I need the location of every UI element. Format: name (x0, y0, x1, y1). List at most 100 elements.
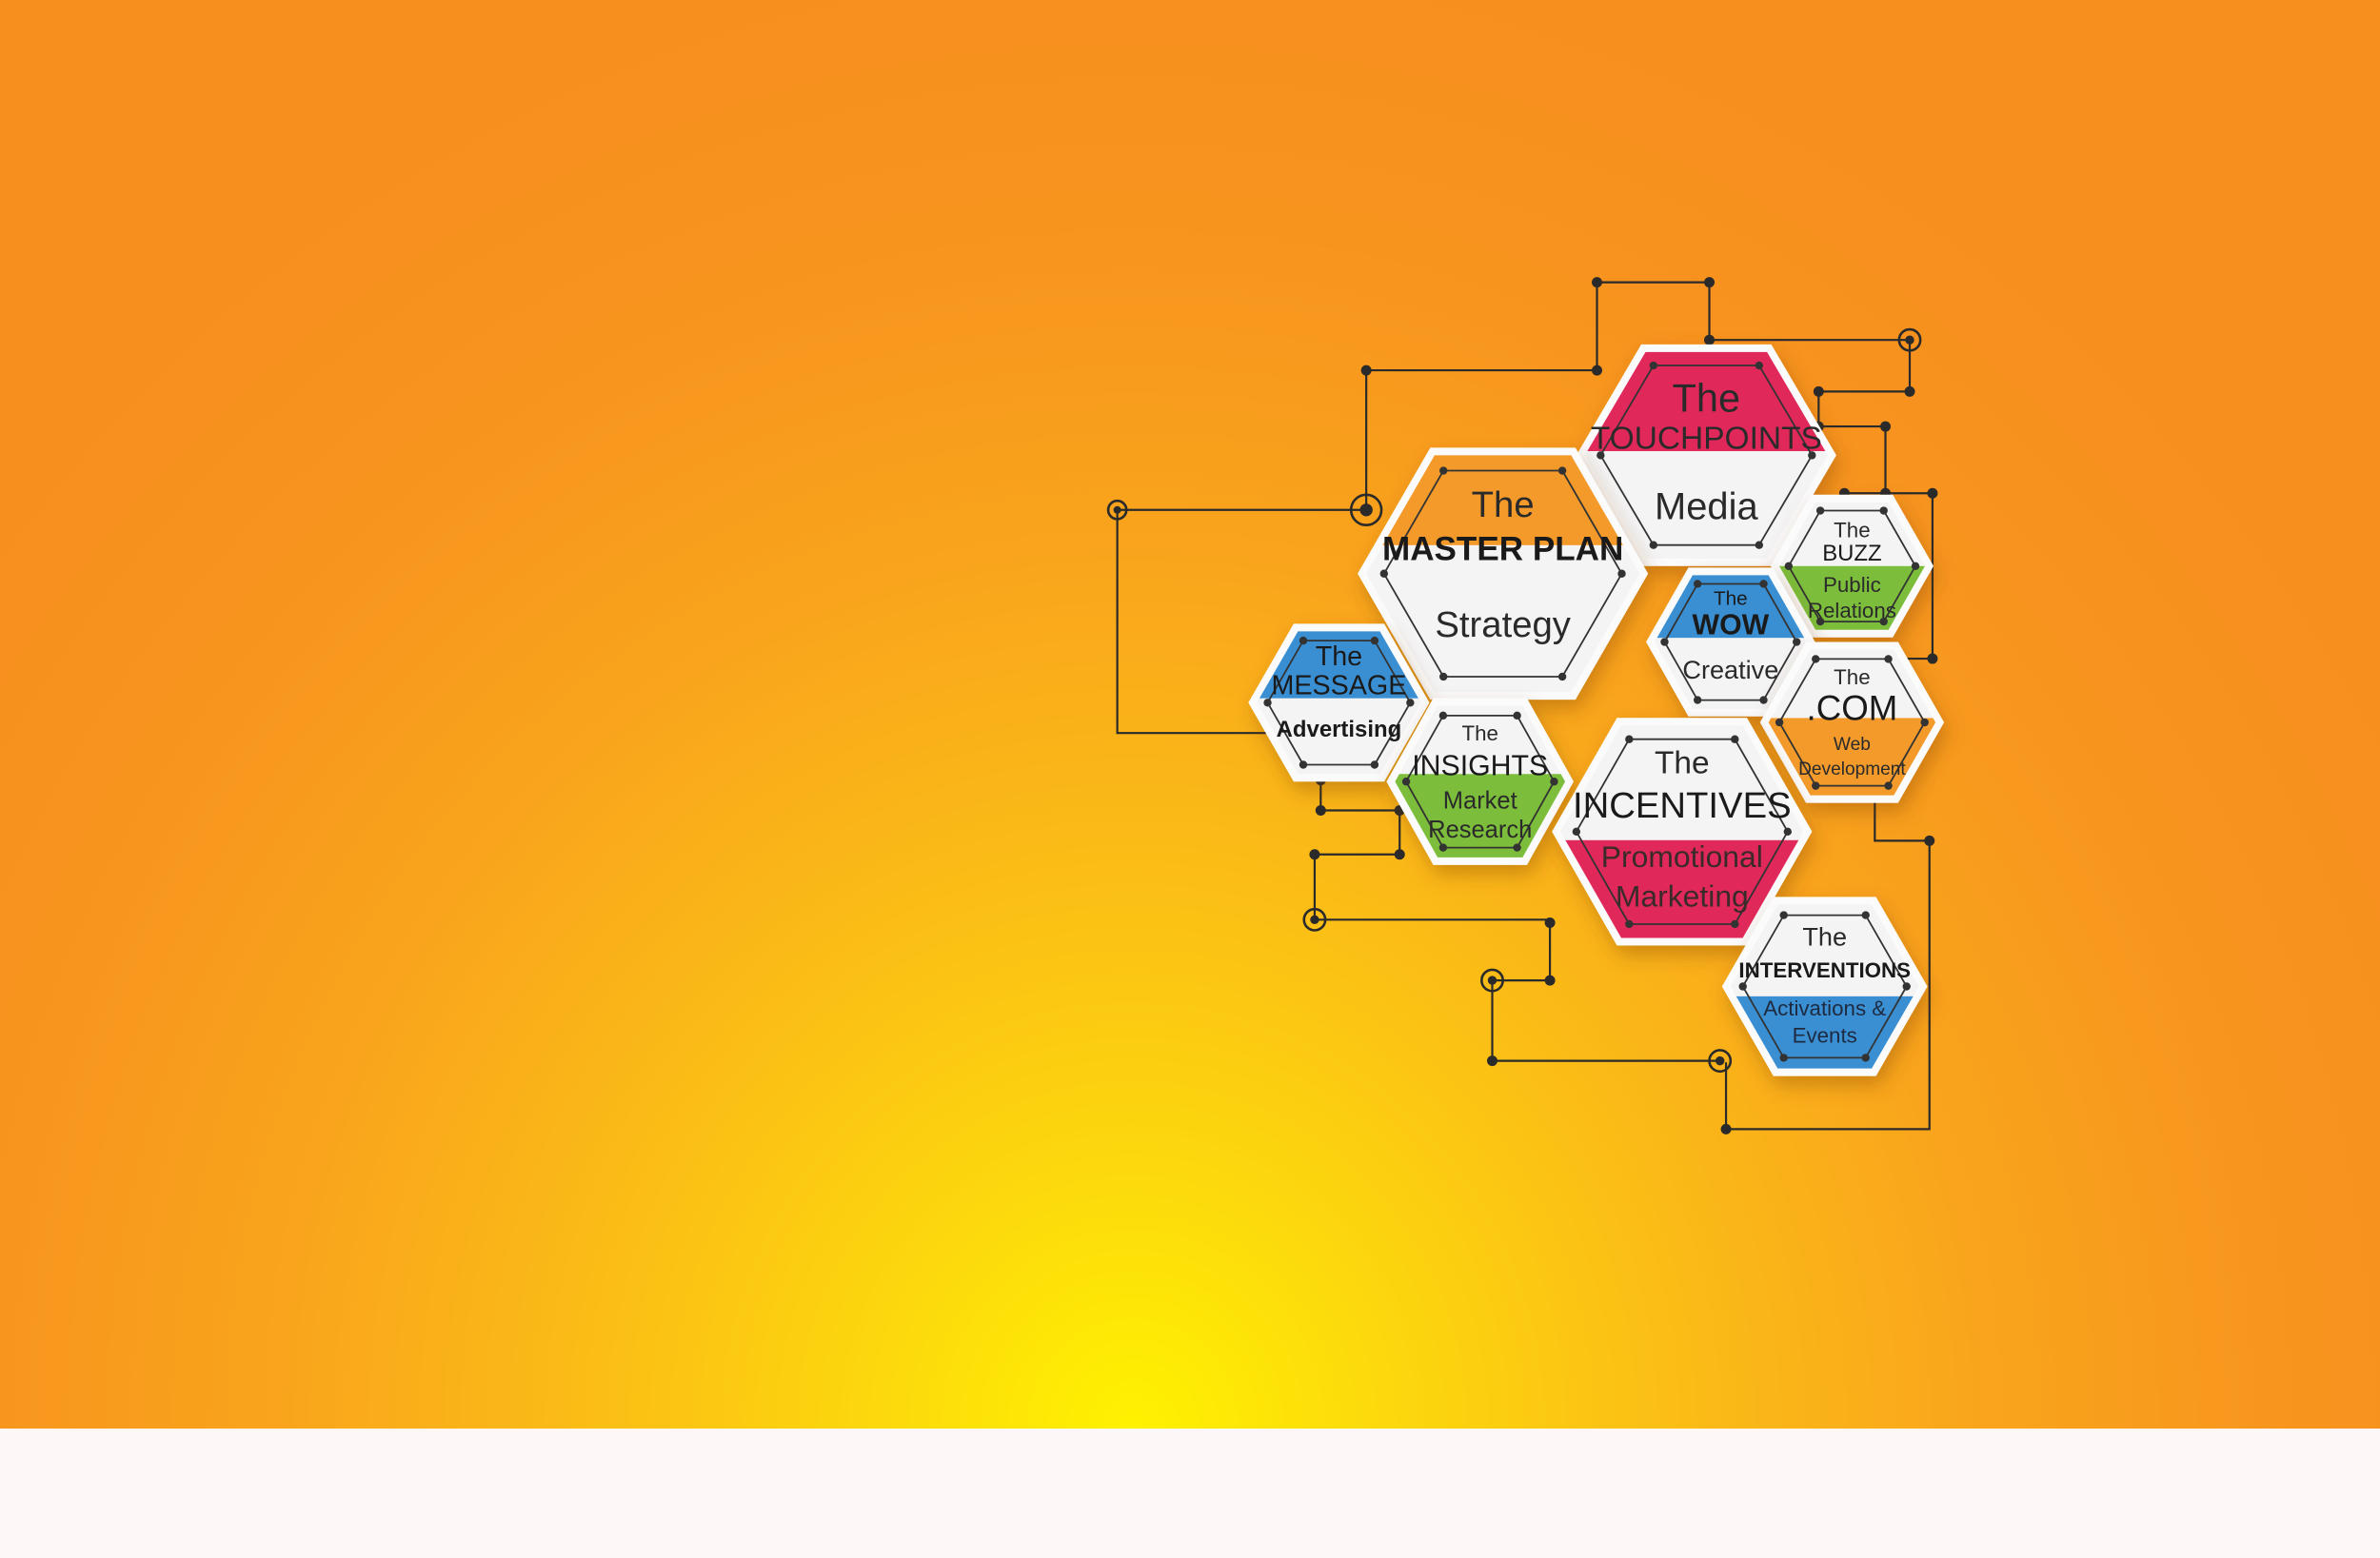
connector-ring-center (1310, 915, 1319, 925)
hex-corner-dot (1808, 451, 1816, 460)
hex-label-master-plan-2: Strategy (1435, 604, 1571, 645)
hex-label-master-plan-0: The (1472, 484, 1535, 525)
hex-corner-dot (1815, 506, 1825, 515)
hex-corner-dot (1731, 735, 1739, 743)
hex-corner-dot (1759, 580, 1768, 588)
hex-corner-dot (1406, 699, 1415, 707)
hex-label-com-3: Development (1798, 759, 1906, 779)
hex-label-message-2: Advertising (1277, 717, 1402, 742)
connector-ring-center (1113, 505, 1121, 514)
connector-dot (1704, 334, 1716, 345)
hex-corner-dot (1779, 1054, 1788, 1062)
connector-ring (1302, 907, 1327, 932)
footer-band (0, 1429, 2380, 1558)
hex-corner-dot (1370, 636, 1379, 645)
hex-label-wow-1: WOW (1692, 609, 1769, 641)
hex-corner-dot (1557, 672, 1567, 681)
connector-dot (1544, 975, 1556, 986)
hex-corner-dot (1693, 580, 1702, 588)
hex-label-incentives-3: Marketing (1616, 878, 1749, 913)
hex-corner-dot (1401, 778, 1411, 786)
hex-corner-dot (1902, 982, 1911, 991)
hex-label-interventions-0: The (1802, 922, 1847, 952)
hex-corner-dot (1513, 843, 1521, 852)
hex-label-incentives-1: INCENTIVES (1573, 785, 1792, 826)
hex-label-interventions-1: INTERVENTIONS (1738, 958, 1911, 982)
connector-dot (1592, 277, 1603, 288)
connector-ring-center (1715, 1055, 1725, 1066)
connector-dot (1879, 421, 1891, 432)
hex-corner-dot (1884, 781, 1893, 790)
hex-corner-dot (1660, 638, 1669, 646)
circuit-connectors (1106, 277, 1938, 1134)
hex-corner-dot (1438, 711, 1448, 720)
hex-label-wow-0: The (1714, 588, 1748, 610)
hex-label-master-plan-1: MASTER PLAN (1382, 530, 1623, 567)
hex-corner-dot (1439, 672, 1448, 681)
hex-corner-dot (1299, 636, 1308, 645)
connector-ring (1708, 1049, 1733, 1074)
hex-corner-dot (1879, 617, 1888, 626)
hex-corner-dot (1263, 699, 1272, 707)
hex-corner-dot (1755, 541, 1764, 549)
hex-corner-dot (1759, 696, 1768, 704)
hex-corner-dot (1299, 760, 1308, 769)
hex-corner-dot (1793, 638, 1801, 646)
hex-label-com-1: .COM (1807, 688, 1898, 727)
connector-dot (1486, 1055, 1497, 1067)
connector-line (1597, 281, 1911, 342)
connector-dot (1720, 1123, 1732, 1134)
hex-label-buzz-3: Relations (1808, 599, 1896, 622)
hex-corner-dot (1597, 451, 1605, 460)
hex-label-incentives-0: The (1655, 746, 1710, 781)
connector-ring (1349, 493, 1383, 527)
hex-label-interventions-3: Events (1793, 1024, 1857, 1048)
hex-label-message-1: MESSAGE (1271, 670, 1406, 700)
connector-dot (1904, 385, 1915, 397)
hex-corner-dot (1572, 827, 1581, 837)
hex-label-touchpoints-0: The (1673, 376, 1740, 421)
connector-dot (1704, 277, 1716, 288)
hex-label-buzz-2: Public (1823, 573, 1881, 597)
hex-corner-dot (1812, 655, 1820, 663)
connector-dot (1544, 917, 1556, 929)
hex-corner-dot (1884, 655, 1893, 663)
hex-label-insights-2: Market (1443, 788, 1517, 815)
hex-corner-dot (1861, 911, 1870, 919)
hex-corner-dot (1755, 361, 1764, 370)
connector-ring (1480, 968, 1504, 993)
hex-corner-dot (1738, 982, 1747, 991)
connector-dot (1927, 653, 1938, 664)
connector-ring-center (1359, 503, 1373, 517)
connector-line (1116, 508, 1367, 735)
connector-line (1365, 282, 1598, 510)
hex-label-insights-3: Research (1428, 817, 1532, 843)
hex-corner-dot (1625, 919, 1634, 929)
hex-corner-dot (1812, 781, 1820, 790)
hex-corner-dot (1779, 911, 1788, 919)
hex-label-com-0: The (1834, 665, 1870, 689)
hex-label-insights-1: INSIGHTS (1412, 751, 1548, 782)
hex-corner-dot (1617, 569, 1626, 578)
hex-corner-dot (1439, 466, 1448, 475)
hex-label-com-2: Web (1834, 735, 1871, 755)
hex-corner-dot (1693, 696, 1702, 704)
hex-label-touchpoints-1: TOUCHPOINTS (1591, 421, 1822, 456)
hex-corner-dot (1438, 843, 1448, 852)
hex-corner-dot (1861, 1054, 1870, 1062)
connector-dot (1309, 849, 1320, 860)
hex-label-message-0: The (1316, 641, 1362, 672)
connector-line (1491, 980, 1720, 1062)
connector-dot (1813, 385, 1824, 397)
hex-corner-dot (1550, 778, 1558, 786)
